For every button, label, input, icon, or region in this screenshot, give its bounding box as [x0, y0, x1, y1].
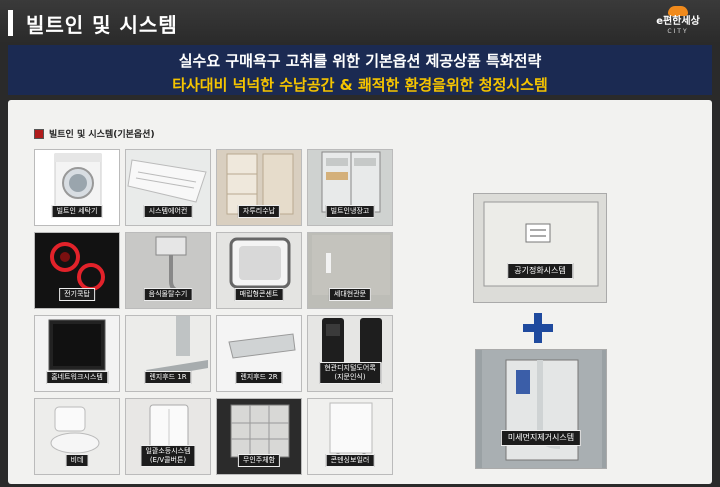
section-label: 빌트인 및 시스템(기본옵션): [34, 127, 155, 140]
system-air-purifier: 공기정화시스템: [473, 193, 607, 303]
fine-dust-filter-icon: [482, 350, 602, 468]
page-title: 빌트인 및 시스템: [26, 13, 178, 37]
item-tile-home-network: 홈네트워크시스템: [34, 315, 120, 392]
item-tile-fridge: 빌트인냉장고: [307, 149, 393, 226]
logo-cloud-icon: [668, 6, 688, 16]
item-caption: 음식물탈수기: [143, 288, 193, 301]
item-tile-parcel-box: 무인주체함: [216, 398, 302, 475]
logo-brand-text: e편한세상: [656, 16, 700, 27]
item-caption: 자투리수납: [237, 205, 281, 218]
banner-line-1: 실수요 구매욕구 고취를 위한 기본옵션 제공상품 특화전략: [178, 52, 542, 70]
item-tile-digital-doorlock: 현관디지털도어록 (지문인식): [307, 315, 393, 392]
door-icon: [312, 235, 390, 295]
item-tile-food-dehydrator: 음식물탈수기: [125, 232, 211, 309]
content-panel: 빌트인 및 시스템(기본옵션) 빌트인 세탁기 시스템에어컨 자투리수납: [8, 100, 712, 484]
item-tile-washer: 빌트인 세탁기: [34, 149, 120, 226]
parcel-locker-icon: [230, 404, 290, 458]
doorlock-icon: [322, 318, 382, 364]
strategy-banner: 실수요 구매욕구 고취를 위한 기본옵션 제공상품 특화전략 타사대비 넉넉한 …: [8, 45, 712, 95]
air-purifier-icon: [483, 201, 599, 287]
item-caption: 시스템에어컨: [143, 205, 193, 218]
item-caption: 렌지후드 2R: [235, 371, 283, 384]
item-caption: 세대현관문: [328, 288, 372, 301]
system-caption: 미세먼지제거시스템: [500, 430, 582, 446]
item-caption: 콘덴싱보일러: [325, 454, 375, 467]
item-caption: 렌지후드 1R: [144, 371, 192, 384]
outlet-icon: [229, 237, 291, 289]
page-header: 빌트인 및 시스템 e편한세상 CITY: [0, 0, 720, 44]
range-hood-icon: [228, 333, 296, 359]
item-tile-system-aircon: 시스템에어컨: [125, 149, 211, 226]
banner-line-2: 타사대비 넉넉한 수납공간 & 쾌적한 환경을위한 청정시스템: [172, 76, 548, 94]
item-tile-entrance-door: 세대현관문: [307, 232, 393, 309]
title-accent-bar: [8, 10, 13, 36]
washer-icon: [54, 153, 102, 207]
plus-bar-vertical: [534, 313, 542, 343]
item-tile-outlet: 매립형콘센트: [216, 232, 302, 309]
item-caption: 홈네트워크시스템: [46, 371, 108, 384]
item-caption: 빌트인냉장고: [325, 205, 375, 218]
system-fine-dust-removal: 미세먼지제거시스템: [475, 349, 607, 469]
section-marker-icon: [34, 128, 44, 139]
aircon-icon: [127, 159, 207, 203]
logo-sub-text: CITY: [667, 28, 689, 35]
storage-icon: [226, 153, 294, 215]
item-caption: 빌트인 세탁기: [51, 205, 103, 218]
bidet-icon: [50, 406, 100, 454]
item-caption: 현관디지털도어록 (지문인식): [319, 362, 381, 384]
item-tile-range-hood-1r: 렌지후드 1R: [125, 315, 211, 392]
item-tile-lights-off-system: 일괄소등시스템 (E/V콜버튼): [125, 398, 211, 475]
item-caption: 일괄소등시스템 (E/V콜버튼): [140, 445, 196, 467]
item-tile-storage: 자투리수납: [216, 149, 302, 226]
home-network-icon: [48, 319, 106, 371]
item-caption: 전기쿡탑: [59, 288, 95, 301]
item-caption: 매립형콘센트: [234, 288, 284, 301]
item-tile-bidet: 비데: [34, 398, 120, 475]
fridge-icon: [321, 151, 381, 213]
section-label-text: 빌트인 및 시스템(기본옵션): [49, 130, 155, 140]
light-switch-icon: [149, 404, 189, 450]
item-tile-cooktop: 전기쿡탑: [34, 232, 120, 309]
item-caption: 비데: [65, 454, 89, 467]
item-tile-condensing-boiler: 콘덴싱보일러: [307, 398, 393, 475]
plus-icon: [523, 313, 553, 343]
brand-logo: e편한세상 CITY: [650, 6, 706, 40]
item-caption: 무인주체함: [237, 454, 281, 467]
item-tile-range-hood-2r: 렌지후드 2R: [216, 315, 302, 392]
system-caption: 공기정화시스템: [507, 263, 573, 279]
